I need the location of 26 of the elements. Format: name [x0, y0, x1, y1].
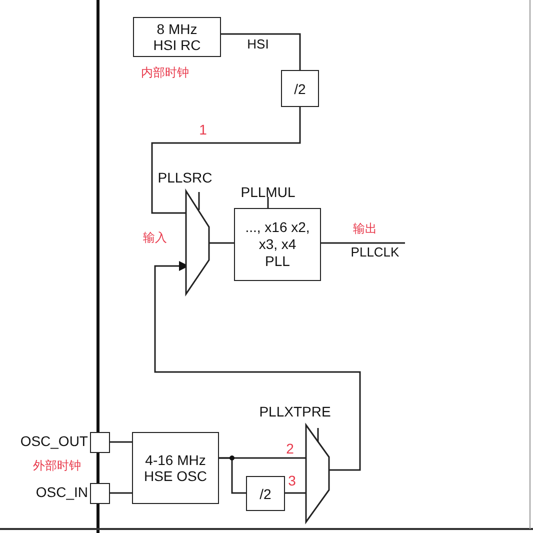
edge-label: 1	[199, 122, 207, 138]
pin-label: OSC_IN	[36, 485, 88, 500]
signal-label: PLLMUL	[240, 185, 296, 200]
connector-line	[220, 33, 301, 70]
connector-line	[208, 242, 234, 244]
connector-line	[284, 492, 307, 494]
signal-label: PLLXTPRE	[259, 404, 331, 420]
annotation-text: 外部时钟	[33, 458, 81, 474]
annotation-text: 输入	[143, 230, 167, 246]
oscillator-box: 4-16 MHz HSE OSC	[132, 432, 219, 504]
oscillator-box: 8 MHz HSI RC	[133, 17, 221, 57]
edge-label: PLLCLK	[350, 244, 400, 260]
pin-label: OSC_OUT	[20, 434, 88, 449]
signal-label: PLLSRC	[158, 170, 212, 186]
annotation-text: 内部时钟	[141, 66, 189, 80]
connector-line	[218, 457, 246, 494]
annotation-text: 输出	[353, 222, 377, 236]
pll-box: ..., x16 x2, x3, x4 PLL	[234, 208, 321, 281]
connector-line	[109, 441, 132, 443]
edge-label: 2	[286, 442, 294, 456]
edge-label: 3	[288, 474, 296, 488]
connector-line	[109, 492, 132, 494]
connector-line	[320, 242, 405, 244]
connector-line	[151, 106, 301, 214]
arrow	[154, 261, 361, 471]
edge-label: HSI	[247, 36, 269, 52]
